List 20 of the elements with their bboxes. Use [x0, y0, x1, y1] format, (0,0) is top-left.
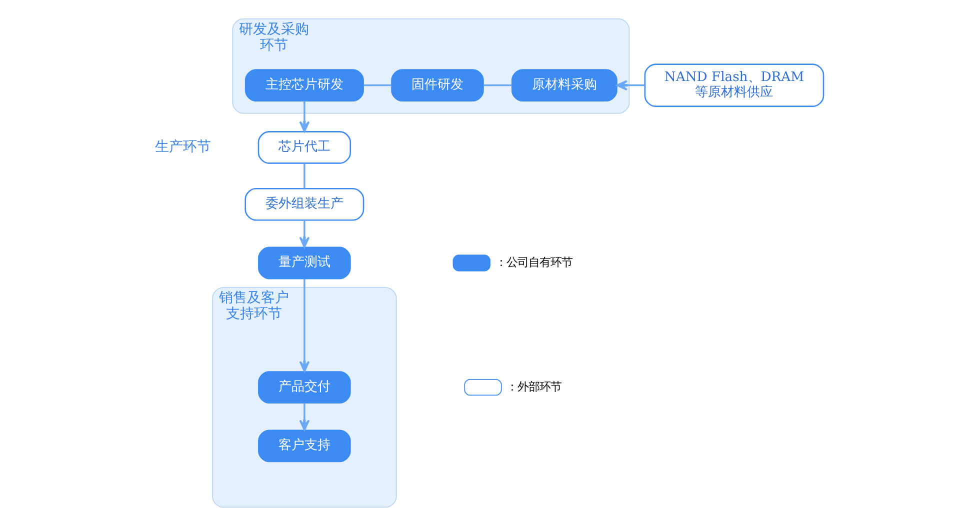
node-box: NAND Flash、DRAM等原材料供应	[644, 64, 824, 107]
node-box: 客户支持	[258, 430, 350, 462]
connector	[483, 84, 512, 86]
node-box: 委外组装生产	[244, 188, 364, 221]
arrow	[298, 278, 310, 372]
connector	[303, 163, 305, 188]
node-box: 原材料采购	[510, 69, 617, 102]
legend-label: ：外部环节	[506, 379, 562, 394]
node-box: 主控芯片研发	[244, 69, 364, 102]
connector	[363, 84, 391, 86]
arrow	[298, 101, 310, 132]
arrow	[616, 80, 644, 91]
node-box: 固件研发	[390, 69, 484, 102]
node-box: 产品交付	[258, 371, 350, 404]
node-box: 量产测试	[258, 246, 350, 280]
node-box: 芯片代工	[257, 131, 351, 164]
arrow	[298, 403, 310, 431]
label: 生产环节	[154, 138, 210, 155]
arrow	[298, 220, 310, 248]
legend-label: ：公司自有环节	[494, 254, 572, 269]
